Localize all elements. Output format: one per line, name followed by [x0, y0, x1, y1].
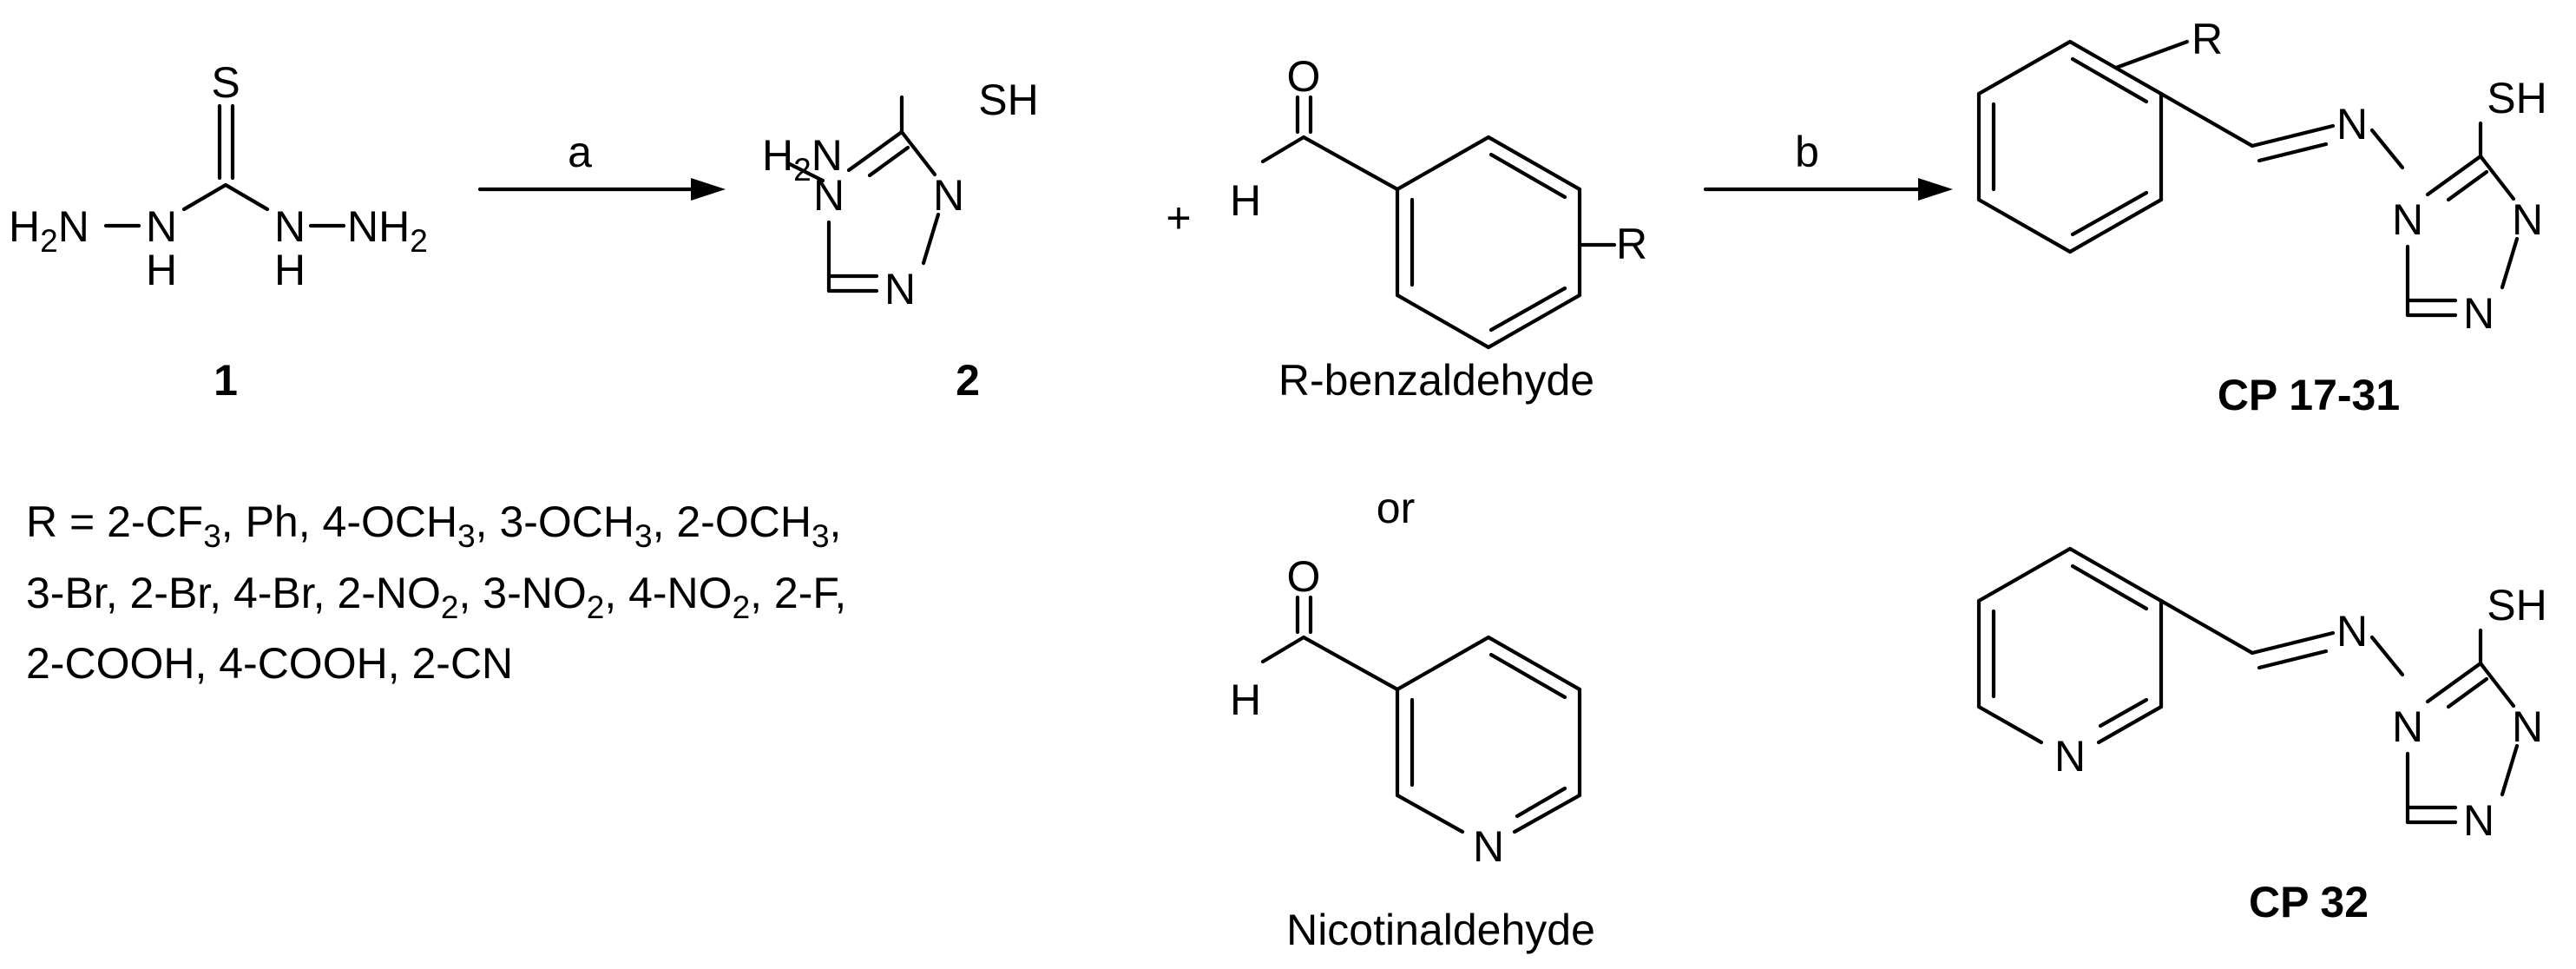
- triazole-n4: N: [813, 171, 844, 220]
- sh-label: SH: [978, 76, 1038, 124]
- triazole-n2: N: [2512, 195, 2543, 244]
- h2n-label-2: H2N: [762, 131, 843, 188]
- compound-1-label: 1: [214, 356, 238, 405]
- r-benzaldehyde-label: R-benzaldehyde: [1278, 356, 1594, 405]
- reaction-arrow-b: b: [1703, 128, 1953, 201]
- aldehyde-h: H: [1230, 676, 1261, 724]
- oxygen-atom: O: [1287, 552, 1321, 601]
- oxygen-atom: O: [1287, 52, 1321, 101]
- triazole-n4: N: [2392, 702, 2423, 751]
- r-substituent: R: [1616, 220, 1647, 268]
- triazole-n2: N: [2512, 702, 2543, 751]
- nh-right-n: N: [274, 202, 306, 251]
- imine-n: N: [2336, 607, 2368, 656]
- step-a-label: a: [568, 128, 592, 176]
- sh-label: SH: [2487, 74, 2546, 122]
- reaction-arrow-a: a: [477, 128, 726, 201]
- aldehyde-h: H: [1230, 176, 1261, 225]
- step-b-label: b: [1795, 128, 1819, 176]
- sulfur-atom: S: [211, 58, 240, 107]
- product-cp17-31-label: CP 17-31: [2218, 371, 2400, 419]
- compound-1-structure: S H2N N H N H NH2 1: [9, 58, 428, 405]
- pyridine-n: N: [2054, 732, 2086, 781]
- r-benzaldehyde-structure: O H R R-benzaldehyde: [1230, 52, 1647, 405]
- plus-sign: +: [1166, 194, 1191, 242]
- or-text: or: [1377, 484, 1415, 532]
- triazole-n2: N: [933, 171, 964, 220]
- triazole-n1: N: [2463, 289, 2494, 338]
- nh-left-h: H: [146, 246, 177, 294]
- compound-2-structure: SH H2N N N N 2: [762, 76, 1039, 405]
- nh-right-h: H: [274, 246, 306, 294]
- product-cp32-structure: N N N N N SH CP 32: [1976, 546, 2547, 926]
- imine-n: N: [2336, 100, 2368, 148]
- triazole-n1: N: [2463, 796, 2494, 845]
- pyridine-n: N: [1473, 822, 1504, 871]
- nicotinaldehyde-structure: O H N Nicotinaldehyde: [1230, 552, 1595, 954]
- r-substituent: R: [2192, 15, 2223, 63]
- triazole-n1: N: [884, 265, 916, 313]
- substituent-note: R = 2-CF3, Ph, 4-OCH3, 3-OCH3, 2-OCH3, 3…: [26, 498, 846, 688]
- nh2-label: NH2: [347, 202, 428, 259]
- compound-2-label: 2: [956, 356, 980, 405]
- substituent-line-2: 3-Br, 2-Br, 4-Br, 2-NO2, 3-NO2, 4-NO2, 2…: [26, 569, 846, 625]
- substituent-line-1: R = 2-CF3, Ph, 4-OCH3, 3-OCH3, 2-OCH3,: [26, 498, 841, 554]
- h2n-label: H2N: [9, 202, 89, 259]
- substituent-line-3: 2-COOH, 4-COOH, 2-CN: [26, 639, 513, 688]
- nh-left-n: N: [146, 202, 177, 251]
- sh-label: SH: [2487, 581, 2546, 630]
- triazole-n4: N: [2392, 195, 2423, 244]
- product-cp17-31-structure: R N N N N SH CP 17-31: [1976, 15, 2547, 419]
- product-cp32-label: CP 32: [2249, 878, 2369, 926]
- nicotinaldehyde-label: Nicotinaldehyde: [1286, 906, 1595, 954]
